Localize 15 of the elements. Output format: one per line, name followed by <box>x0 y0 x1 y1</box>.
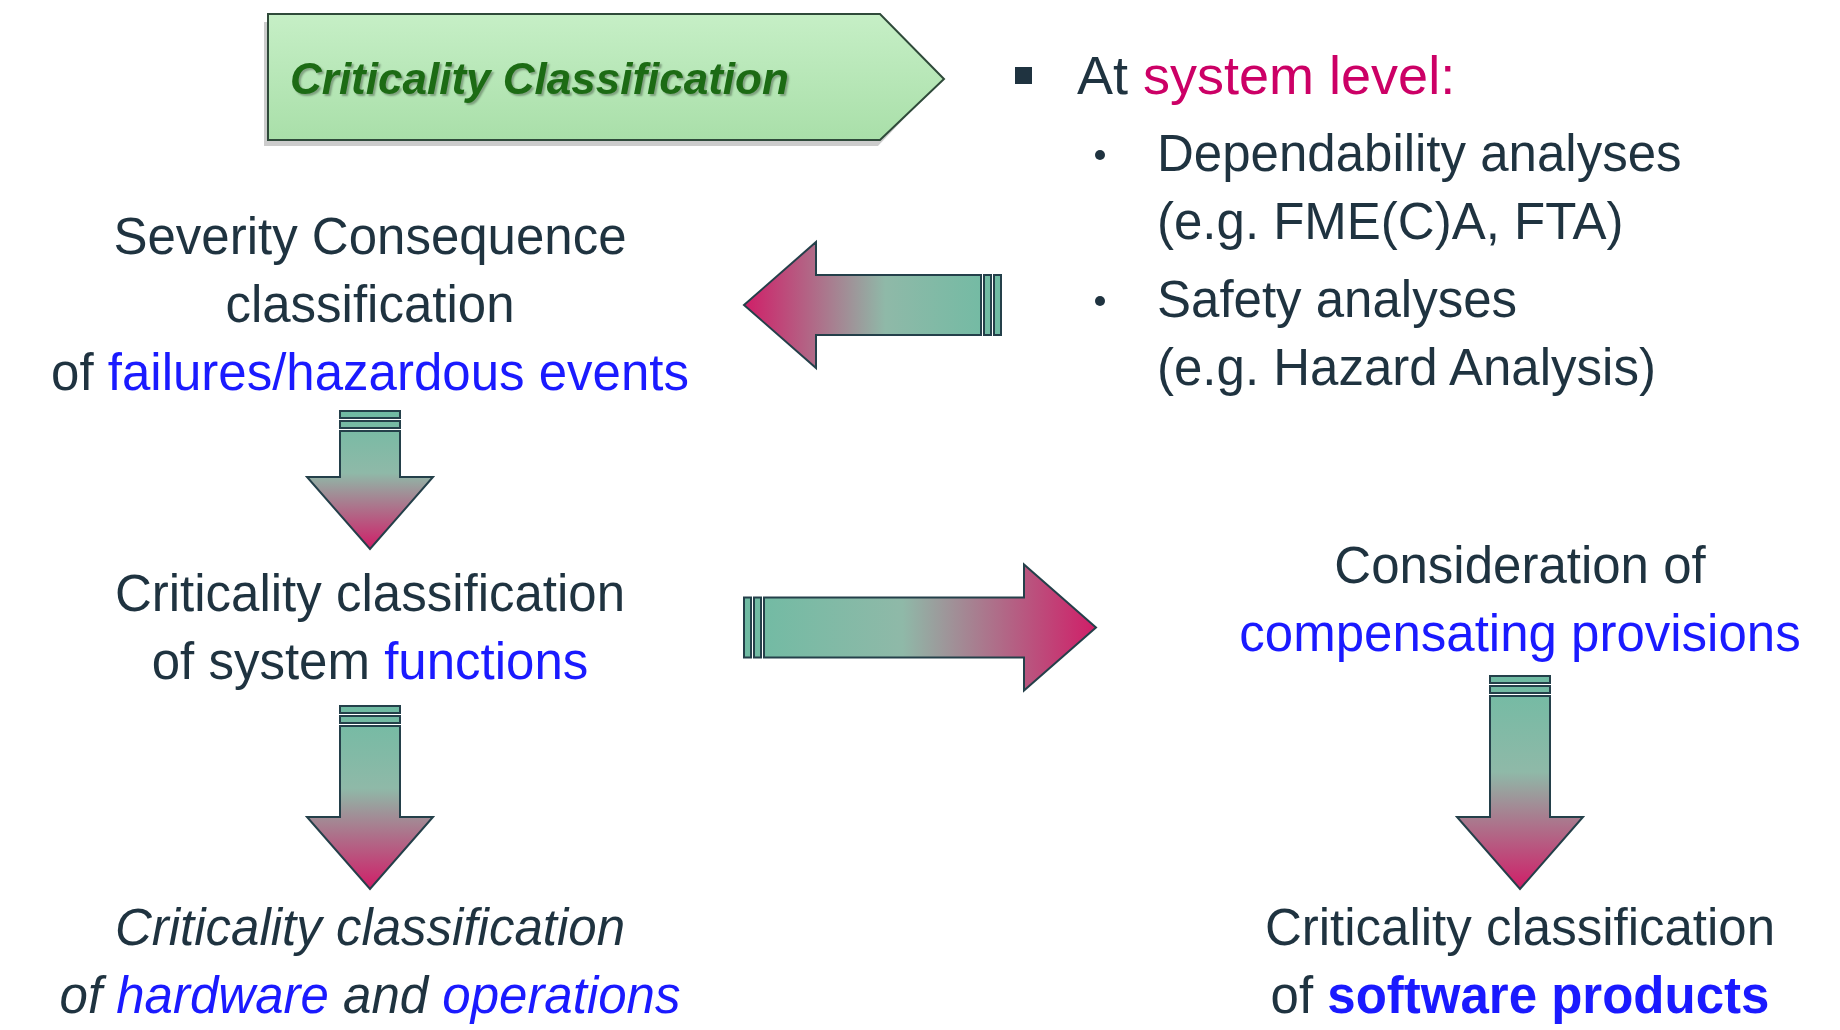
block-arrow <box>743 562 1098 693</box>
step-text: Criticality classification of hardware and operations <box>59 897 681 1026</box>
step-text: Severity Consequence classification of failures/hazardous events <box>51 207 689 403</box>
step-text: Criticality classification of system functions <box>114 563 626 692</box>
title-banner <box>262 12 946 146</box>
step-text: Criticality classification of software products <box>1264 897 1776 1026</box>
bullet-text: Dependability analyses (e.g. FME(C)A, FTA) <box>1157 124 1683 252</box>
block-arrow <box>304 410 436 551</box>
block-arrow <box>1454 675 1586 891</box>
step-text: Consideration of compensating provisions <box>1239 536 1801 664</box>
bullet-text: Safety analyses (e.g. Hazard Analysis) <box>1157 270 1657 398</box>
block-arrow <box>742 239 1002 371</box>
list-heading: At system level: <box>1077 44 1456 107</box>
title-text: Criticality Classification <box>290 53 789 105</box>
block-arrow <box>304 705 436 891</box>
